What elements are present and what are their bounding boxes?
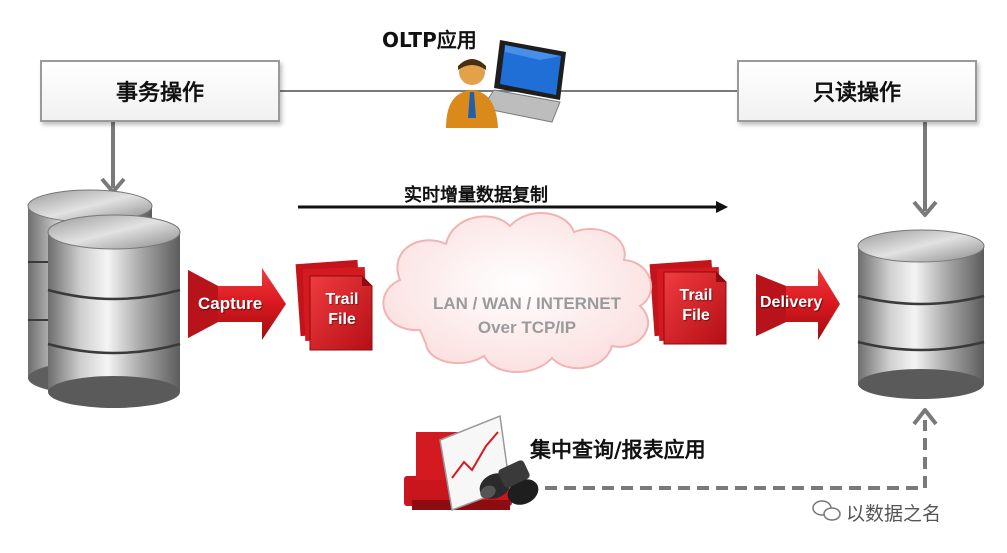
replication-label: 实时增量数据复制 [404, 185, 548, 206]
left-down-arrow [100, 122, 126, 194]
readonly-ops-box: 只读操作 [737, 60, 977, 122]
binoculars-icon [479, 460, 539, 505]
trail-file-left-line2: File [328, 311, 356, 328]
transaction-ops-box: 事务操作 [40, 60, 280, 122]
oltp-user-laptop-icon [446, 40, 566, 128]
trail-file-left-icon [295, 259, 373, 351]
trail-file-right-label: Trail File [670, 286, 722, 326]
cloud-label-line1: LAN / WAN / INTERNET [433, 294, 621, 313]
cloud-label-line2: Over TCP/IP [477, 318, 577, 337]
trail-file-right-line2: File [682, 307, 710, 324]
delivery-arrow-shape [756, 268, 840, 340]
replication-arrow [298, 201, 728, 213]
readonly-ops-label: 只读操作 [812, 81, 901, 106]
watermark-text: 以数据之名 [846, 503, 942, 525]
capture-label: Capture [198, 294, 263, 313]
wechat-watermark-icon [812, 500, 841, 521]
trail-file-left-line1: Trail [325, 291, 359, 308]
cloud-label: LAN / WAN / INTERNET Over TCP/IP [416, 292, 638, 340]
capture-arrow-shape [188, 268, 286, 340]
trail-file-right-icon [649, 259, 727, 345]
oltp-app-label: OLTP应用 [382, 28, 477, 52]
trail-file-right-line1: Trail [679, 287, 713, 304]
trail-file-left-label: Trail File [316, 290, 368, 330]
source-database-icon [47, 214, 181, 408]
reporting-label: 集中查询/报表应用 [530, 438, 706, 462]
delivery-label: Delivery [760, 294, 823, 311]
right-down-arrow [912, 122, 938, 217]
query-dashed-connector [545, 408, 938, 490]
network-cloud-icon [382, 212, 653, 373]
transaction-ops-label: 事务操作 [115, 81, 204, 106]
target-database-icon [857, 229, 985, 399]
